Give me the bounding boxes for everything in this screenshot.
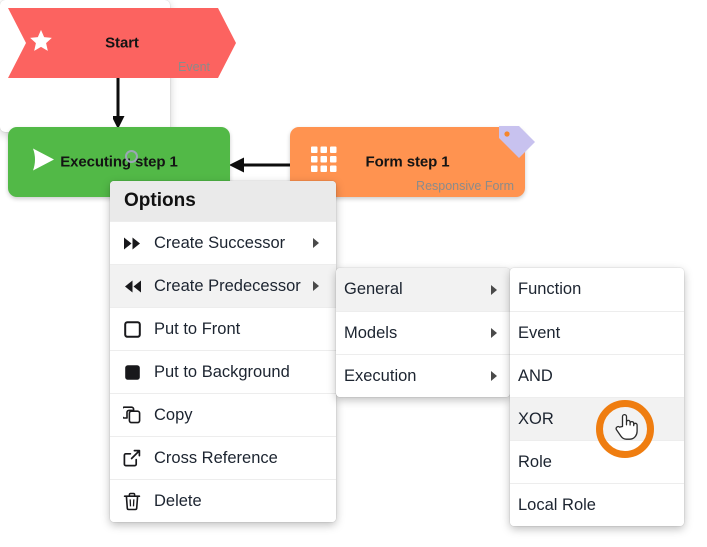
node-selection-handle[interactable] [125, 150, 138, 163]
menu-item-create-predecessor[interactable]: Create Predecessor [110, 264, 336, 307]
menu-item-put-to-background[interactable]: Put to Background [110, 350, 336, 393]
submenu-item-label: General [344, 280, 403, 298]
node-form-step-1-title: Form step 1 [365, 153, 450, 171]
external-link-icon [110, 449, 154, 467]
submenu-item-label: XOR [518, 409, 554, 428]
node-executing-step-1-title: Executing step 1 [60, 153, 178, 171]
submenu-item-label: Models [344, 323, 398, 342]
menu-item-label: Copy [154, 405, 193, 424]
submenu-create-predecessor[interactable]: General Models Execution [336, 268, 510, 397]
copy-icon [110, 406, 154, 424]
node-start-subtitle: Event [178, 60, 210, 74]
submenu-item-event[interactable]: Event [510, 311, 684, 354]
submenu-item-label: Role [518, 452, 552, 471]
connector-start-to-executing [113, 78, 125, 129]
submenu-item-label: Local Role [518, 495, 596, 514]
menu-item-label: Cross Reference [154, 448, 278, 467]
submenu-general-types[interactable]: Function Event AND XOR Role Local Role [510, 268, 684, 526]
grid-icon [310, 146, 338, 179]
chevron-right-icon [484, 284, 510, 295]
submenu-item-role[interactable]: Role [510, 440, 684, 483]
node-start-title: Start [105, 34, 139, 52]
menu-item-label: Delete [154, 491, 202, 510]
chevron-right-icon [484, 328, 510, 338]
click-highlight-ring [596, 400, 654, 458]
hand-pointer-icon [615, 413, 638, 440]
menu-item-create-successor[interactable]: Create Successor [110, 221, 336, 264]
trash-icon [110, 492, 154, 511]
chevron-right-icon [306, 281, 332, 291]
chevrons-right-icon [110, 236, 154, 251]
submenu-item-execution[interactable]: Execution [336, 354, 510, 397]
menu-item-label: Create Predecessor [154, 276, 301, 295]
context-menu-title: Options [110, 181, 336, 221]
submenu-item-and[interactable]: AND [510, 354, 684, 397]
submenu-item-models[interactable]: Models [336, 311, 510, 354]
connector-form-to-executing [229, 157, 294, 173]
submenu-item-label: Event [518, 323, 561, 342]
node-start[interactable]: Start Event [8, 8, 236, 78]
context-menu-options[interactable]: Options Create Successor Create Predeces [110, 181, 336, 522]
square-outline-icon [110, 320, 154, 338]
menu-item-delete[interactable]: Delete [110, 479, 336, 522]
node-form-step-1[interactable]: Form step 1 Responsive Form [290, 127, 525, 197]
chevron-right-icon [306, 238, 332, 248]
menu-item-cross-reference[interactable]: Cross Reference [110, 436, 336, 479]
menu-item-put-to-front[interactable]: Put to Front [110, 307, 336, 350]
submenu-item-label: AND [518, 366, 553, 385]
play-icon [28, 145, 58, 180]
submenu-item-function[interactable]: Function [510, 268, 684, 311]
star-icon [28, 28, 54, 59]
chevrons-left-icon [110, 279, 154, 294]
menu-item-label: Put to Background [154, 362, 290, 381]
submenu-item-label: Function [518, 280, 582, 298]
chevron-right-icon [484, 371, 510, 381]
menu-item-label: Create Successor [154, 233, 286, 252]
tag-badge-icon[interactable] [497, 124, 537, 164]
submenu-item-label: Execution [344, 366, 417, 385]
menu-item-label: Put to Front [154, 319, 241, 338]
menu-item-copy[interactable]: Copy [110, 393, 336, 436]
submenu-item-local-role[interactable]: Local Role [510, 483, 684, 526]
node-form-step-1-subtitle: Responsive Form [416, 179, 514, 193]
square-filled-icon [110, 364, 154, 381]
submenu-item-general[interactable]: General [336, 268, 510, 311]
